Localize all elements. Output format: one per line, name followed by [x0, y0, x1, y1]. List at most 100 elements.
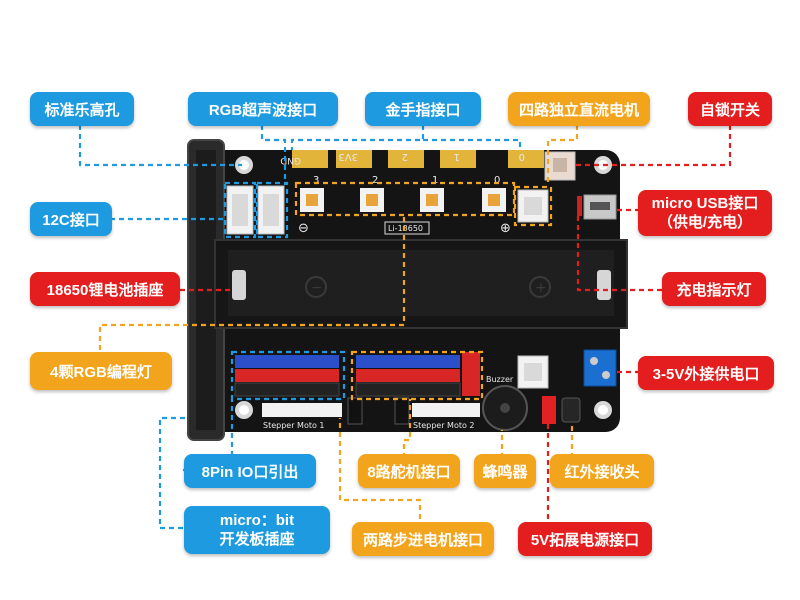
servo-power-pin: [462, 352, 480, 396]
label-battery-holder: 18650锂电池插座: [30, 272, 180, 306]
pad-1: [440, 150, 476, 168]
io-row-blue: [235, 355, 339, 368]
servo-row-black: [355, 382, 461, 397]
stepper-1-header: [262, 403, 342, 417]
label-micro-usb-line2: （供电/充电）: [657, 214, 753, 231]
label-gold-finger: 金手指接口: [365, 92, 481, 126]
self-lock-switch-button: [553, 158, 567, 172]
leader-rgb-leds: [98, 215, 406, 350]
highlight-dc-motor: [513, 185, 553, 227]
silk-3v3: 3V3: [338, 151, 358, 162]
label-buzzer: 蜂鸣器: [474, 454, 536, 488]
battery-minus-sign: −: [311, 280, 323, 296]
rgb-led-group: [300, 188, 506, 212]
label-servo-8: 8路舵机接口: [358, 454, 460, 488]
rgb-led-1-chip: [426, 194, 438, 206]
silk-pad-0: 0: [519, 151, 525, 162]
battery-plus-sign: +: [535, 280, 547, 296]
ext-power-terminal: [583, 349, 617, 387]
battery-holder-inner: [228, 250, 614, 316]
leader-four-dc-motor: [546, 125, 579, 185]
silk-pad-2: 2: [402, 151, 408, 162]
silk-led-3: 3: [313, 175, 319, 186]
leader-gold-finger-right: [423, 138, 522, 150]
label-ext-power: 3-5V外接供电口: [638, 356, 774, 390]
servo-pin-header: [355, 355, 461, 397]
label-lego-hole: 标准乐高孔: [30, 92, 134, 126]
battery-minus-mark: [305, 276, 327, 298]
label-micro-usb-line1: micro USB接口: [651, 195, 759, 212]
pad-0: [508, 150, 544, 168]
battery-contact-right: [597, 270, 611, 300]
i2c-connector-inner: [232, 194, 248, 226]
label-microbit-socket: micro：bit 开发板插座: [184, 506, 330, 554]
label-power-5v: 5V拓展电源接口: [518, 522, 652, 556]
silk-led-0: 0: [494, 175, 500, 186]
silk-stepper-1: Stepper Moto 1: [263, 421, 325, 430]
power-5v-header: [542, 396, 556, 424]
pad-3v3: [336, 150, 372, 168]
silk-buzzer: Buzzer: [486, 375, 514, 384]
stepper-2-header: [412, 403, 480, 417]
silk-pad-1: 1: [454, 151, 460, 162]
gold-finger-pads: [292, 150, 544, 168]
lower-connector-inner: [524, 363, 542, 381]
buzzer-hole: [500, 403, 510, 413]
silk-stepper-2: Stepper Moto 2: [413, 421, 475, 430]
servo-row-red: [356, 369, 460, 382]
silk-battery-box: [384, 221, 430, 235]
leader-microbit: [158, 416, 188, 530]
mount-hole-bottom-left-inner: [239, 405, 249, 415]
label-io-8pin: 8Pin IO口引出: [184, 454, 316, 488]
rgb-led-2-chip: [366, 194, 378, 206]
silk-led-2: 2: [372, 175, 378, 186]
label-microbit-line2: 开发板插座: [219, 531, 295, 548]
label-rgb-leds: 4颗RGB编程灯: [30, 352, 172, 390]
label-self-lock-switch: 自锁开关: [688, 92, 772, 126]
pad-2: [388, 150, 424, 168]
label-four-dc-motor: 四路独立直流电机: [508, 92, 650, 126]
label-rgb-ultrasonic: RGB超声波接口: [188, 92, 338, 126]
label-ir-receiver: 红外接收头: [550, 454, 654, 488]
pad-gnd: [292, 150, 328, 168]
highlight-servo: [350, 350, 484, 401]
ultrasonic-connector-inner: [263, 194, 279, 226]
battery-contact-left: [232, 270, 246, 300]
io-pin-header: [234, 355, 340, 397]
highlight-i2c: [223, 181, 257, 239]
mount-hole-top-left-inner: [239, 160, 249, 170]
mount-hole-bottom-right-inner: [598, 405, 608, 415]
driver-chip-2: [394, 397, 410, 425]
leader-stepper: [338, 418, 422, 528]
io-row-red: [235, 369, 339, 382]
silk-minus: ⊖: [298, 221, 309, 236]
silk-plus: ⊕: [500, 221, 511, 236]
highlight-ultrasonic: [255, 181, 289, 239]
terminal-screw-2: [602, 371, 610, 379]
label-microbit-line1: micro：bit: [219, 512, 295, 529]
micro-usb-opening: [590, 202, 610, 210]
leader-gold-finger: [290, 125, 425, 150]
terminal-screw-1: [590, 357, 598, 365]
charge-led-chip: [577, 196, 582, 216]
rgb-led-0-chip: [488, 194, 500, 206]
label-stepper-2: 两路步进电机接口: [352, 522, 494, 556]
leader-charge-led: [576, 216, 662, 292]
micro-usb-port: [583, 194, 617, 220]
servo-row-blue: [356, 355, 460, 368]
rgb-led-3-chip: [306, 194, 318, 206]
highlight-io: [230, 350, 346, 401]
label-i2c: 12C接口: [30, 202, 112, 236]
leader-lego-hole: [78, 125, 242, 167]
silk-led-1: 1: [432, 175, 438, 186]
label-micro-usb: micro USB接口 （供电/充电）: [638, 190, 772, 236]
leader-servo: [402, 399, 412, 458]
silk-battery: Li-18650: [388, 224, 423, 233]
leader-self-lock: [575, 125, 732, 167]
label-charge-led: 充电指示灯: [662, 272, 766, 306]
silk-gnd: GND: [280, 155, 301, 165]
dc-motor-connector-inner: [524, 197, 542, 215]
battery-plus-mark: [529, 276, 551, 298]
ir-receiver-component: [561, 397, 581, 423]
